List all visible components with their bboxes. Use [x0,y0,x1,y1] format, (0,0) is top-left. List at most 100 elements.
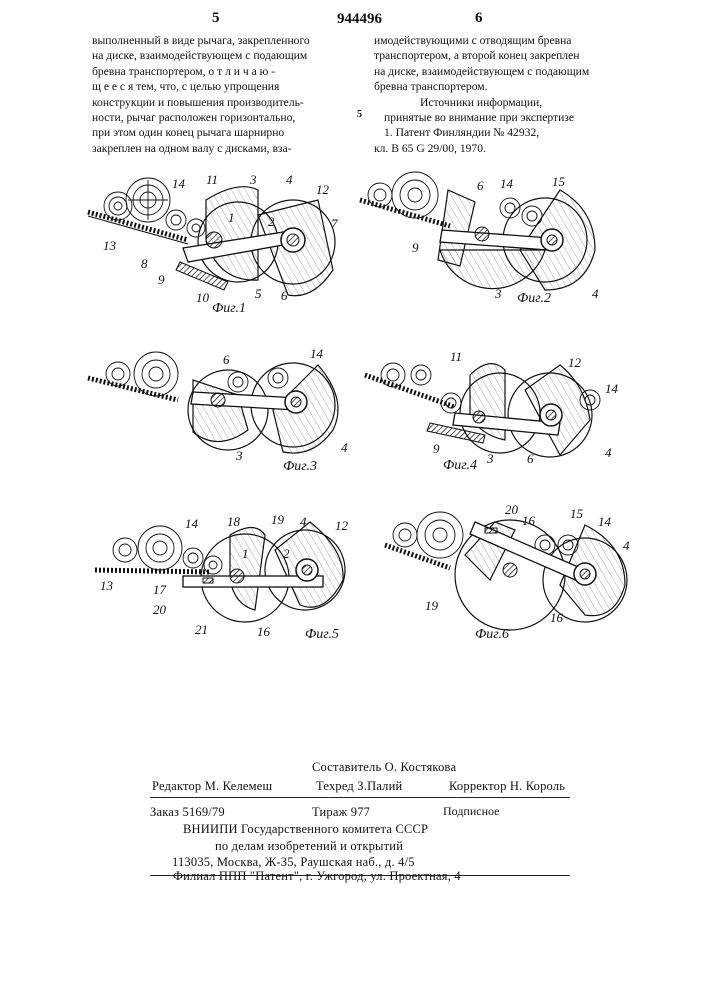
svg-text:18: 18 [227,514,241,529]
svg-text:19: 19 [425,598,439,613]
techred: Техред З.Палий [316,779,402,794]
svg-text:16: 16 [550,610,564,625]
divider [150,797,570,798]
svg-text:3: 3 [486,451,494,466]
text-line: ности, рычаг расположен горизонтально, [92,110,310,125]
svg-text:3: 3 [235,448,243,463]
svg-text:10: 10 [196,290,210,305]
figure-4: 11 12 14 9 3 6 4 Фиг.4 [365,345,625,475]
figure-4-drawing: 11 12 14 9 3 6 4 Фиг.4 [365,345,625,475]
svg-text:4: 4 [286,172,293,187]
svg-text:12: 12 [316,182,330,197]
figure-5: 1314 1819 412 12 1720 2116 Фиг.5 [95,510,350,650]
svg-text:14: 14 [598,514,612,529]
left-text-column: выполненный в виде рычага, закрепленного… [92,33,310,156]
figure-1-drawing: 1314 113 412 12 78 910 56 Фиг.1 [88,170,353,315]
svg-text:9: 9 [158,272,165,287]
svg-text:5: 5 [255,286,262,301]
svg-text:9: 9 [433,441,440,456]
svg-text:4: 4 [623,538,630,553]
svg-text:6: 6 [527,451,534,466]
text-line: при этом один конец рычага шарнирно [92,125,310,140]
svg-text:4: 4 [605,445,612,460]
figure-1: 1314 113 412 12 78 910 56 Фиг.1 [88,170,353,315]
svg-text:14: 14 [605,381,619,396]
patent-number: 944496 [337,11,382,28]
svg-text:11: 11 [450,349,462,364]
svg-text:6: 6 [477,178,484,193]
text-line: кл. В 65 G 29/00, 1970. [374,141,589,156]
text-line: закреплен на одном валу с дисками, вза- [92,141,310,156]
figure-2-caption: Фиг.2 [517,291,551,306]
figure-2: 6 14 15 9 3 4 Фиг.2 [360,170,610,315]
svg-text:6: 6 [281,288,288,303]
svg-text:6: 6 [223,352,230,367]
subscription: Подписное [443,804,500,819]
editor: Редактор М. Келемеш [152,779,272,794]
text-line: бревна транспортером, о т л и ч а ю - [92,64,310,79]
svg-text:3: 3 [249,172,257,187]
svg-text:12: 12 [568,355,582,370]
svg-text:14: 14 [310,346,324,361]
text-line: бревна транспортером. [374,79,589,94]
text-line: конструкции и повышения производитель- [92,95,310,110]
page-number-left: 5 [212,10,220,27]
svg-text:8: 8 [141,256,148,271]
compiler: Составитель О. Костякова [312,760,456,775]
svg-text:13: 13 [103,238,117,253]
branch: Филиал ППП "Патент", г. Ужгород, ул. Про… [173,869,461,884]
address: 113035, Москва, Ж-35, Раушская наб., д. … [172,855,415,870]
figure-1-caption: Фиг.1 [212,301,246,316]
svg-text:2: 2 [283,546,290,561]
svg-text:2: 2 [268,214,275,229]
text-line: Источники информации, [374,95,589,110]
svg-text:4: 4 [592,286,599,301]
figure-3: 6 14 3 4 Фиг.3 [88,340,353,480]
right-text-column: имодействующими с отводящим бревна транс… [374,33,589,156]
svg-text:13: 13 [100,578,114,593]
svg-text:15: 15 [570,506,584,521]
svg-text:20: 20 [153,602,167,617]
figure-6-caption: Фиг.6 [475,627,509,642]
figure-5-drawing: 1314 1819 412 12 1720 2116 Фиг.5 [95,510,350,650]
svg-text:14: 14 [185,516,199,531]
text-line: щ е е с я тем, что, с целью упрощения [92,79,310,94]
text-line: выполненный в виде рычага, закрепленного [92,33,310,48]
text-line: на диске, взаимодействующем с подающим [92,48,310,63]
svg-text:1: 1 [242,546,249,561]
svg-text:16: 16 [522,513,536,528]
figure-6-drawing: 2016 1514 419 16 Фиг.6 [380,500,635,670]
svg-text:15: 15 [552,174,566,189]
figure-6: 2016 1514 419 16 Фиг.6 [380,500,635,670]
svg-text:16: 16 [257,624,271,639]
svg-text:9: 9 [412,240,419,255]
corrector: Корректор Н. Король [449,779,565,794]
svg-text:3: 3 [494,286,502,301]
svg-text:12: 12 [335,518,349,533]
text-line: имодействующими с отводящим бревна [374,33,589,48]
text-line: принятые во внимание при экспертизе [374,110,589,125]
svg-text:14: 14 [500,176,514,191]
organization-dept: по делам изобретений и открытий [215,839,403,854]
text-line: транспортером, а второй конец закреплен [374,48,589,63]
svg-text:1: 1 [228,210,235,225]
svg-text:21: 21 [195,622,208,637]
svg-text:7: 7 [331,216,338,231]
svg-text:17: 17 [153,582,167,597]
text-line: на диске, взаимодействующем с подающим [374,64,589,79]
svg-text:4: 4 [341,440,348,455]
page-number-right: 6 [475,10,483,27]
svg-text:14: 14 [172,176,186,191]
svg-text:19: 19 [271,512,285,527]
figure-5-caption: Фиг.5 [305,627,339,642]
svg-text:20: 20 [505,502,519,517]
figure-3-drawing: 6 14 3 4 Фиг.3 [88,340,353,480]
order: Заказ 5169/79 [150,805,225,820]
figure-3-caption: Фиг.3 [283,459,317,474]
figure-4-caption: Фиг.4 [443,458,477,473]
figure-2-drawing: 6 14 15 9 3 4 Фиг.2 [360,170,610,315]
svg-text:4: 4 [300,514,307,529]
svg-text:11: 11 [206,172,218,187]
text-line: 1. Патент Финляндии № 42932, [374,125,589,140]
line-number-marker: 5 [357,109,362,120]
